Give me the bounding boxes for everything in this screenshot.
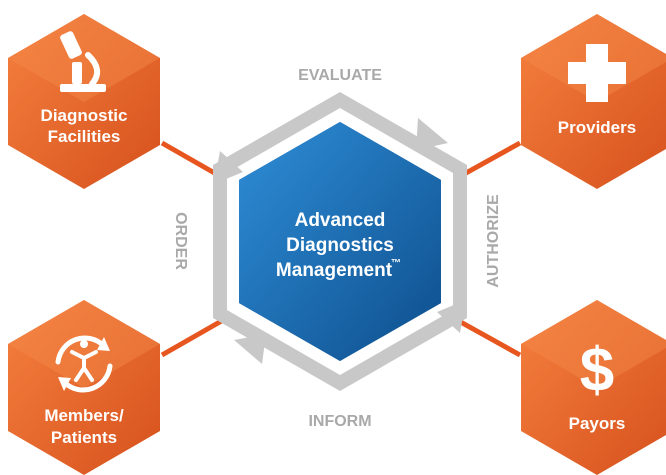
cycle-label-evaluate: EVALUATE	[298, 67, 382, 84]
cycle-arrow-top	[416, 118, 448, 150]
cycle-label-inform: INFORM	[308, 413, 371, 430]
cycle-arrow-left	[214, 151, 243, 184]
node-providers-label: Providers	[558, 118, 636, 137]
node-members-line1: Members/	[44, 406, 124, 425]
node-providers: Providers	[521, 14, 666, 189]
trademark-symbol: ™	[391, 258, 401, 269]
center-title-line3: Management	[276, 260, 393, 281]
cycle-arrow-bottom	[234, 334, 266, 364]
node-diagnostic-facilities-line2: Facilities	[48, 127, 121, 146]
plus-icon	[568, 44, 626, 102]
dollar-icon: $	[580, 336, 614, 405]
center-title-line1: Advanced	[295, 210, 386, 231]
cycle-label-order: ORDER	[172, 212, 189, 270]
cycle-label-authorize: AUTHORIZE	[485, 194, 502, 288]
center-hexagon: Advanced Diagnostics Management ™	[239, 122, 441, 361]
center-title-line2: Diagnostics	[286, 235, 394, 256]
node-members-patients: Members/ Patients	[8, 300, 160, 475]
node-payors: $ Payors	[521, 300, 666, 475]
node-diagnostic-facilities-line1: Diagnostic	[41, 106, 128, 125]
cycle-arrow-right	[437, 300, 466, 333]
person-cycle-icon	[55, 335, 113, 393]
node-members-line2: Patients	[51, 428, 117, 447]
node-diagnostic-facilities: Diagnostic Facilities	[8, 14, 160, 189]
microscope-icon	[60, 31, 106, 92]
node-payors-label: Payors	[569, 414, 626, 433]
